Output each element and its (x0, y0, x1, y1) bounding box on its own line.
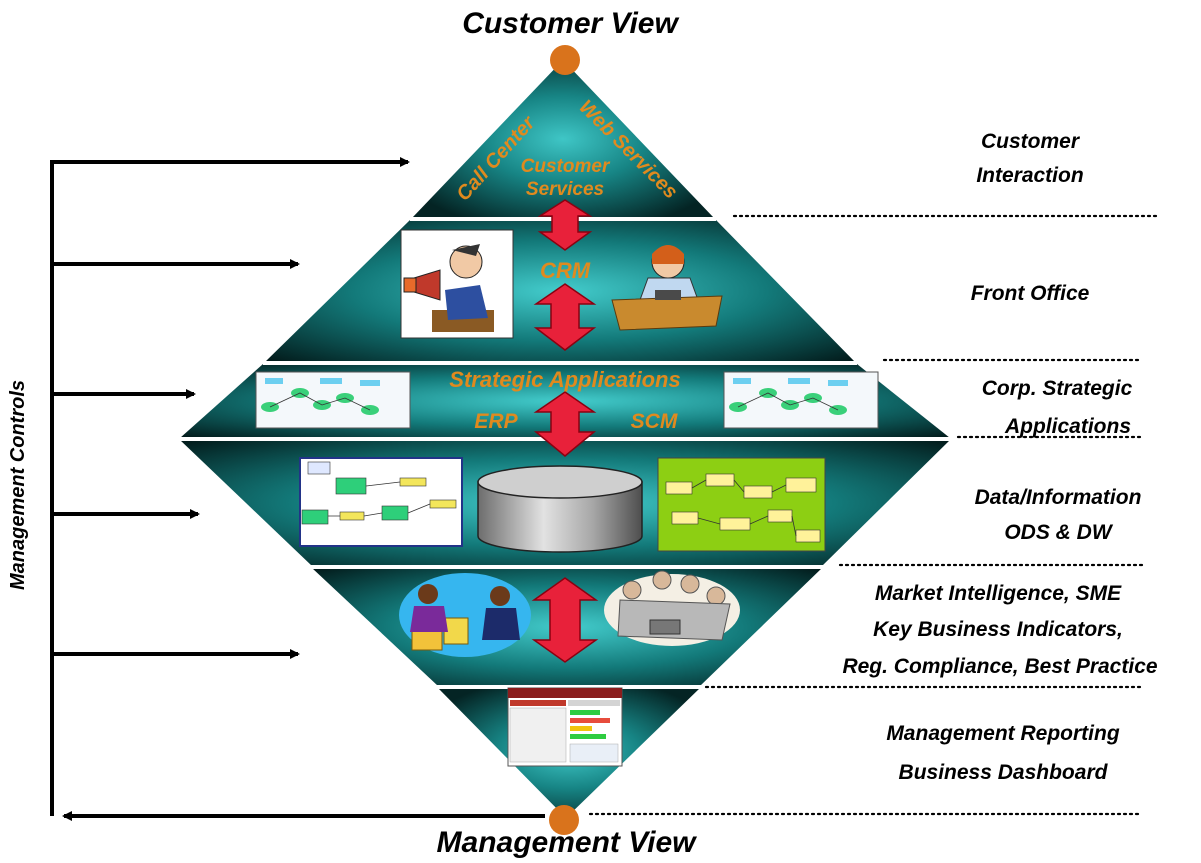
market-intelligence-label-1: Market Intelligence, SME (875, 582, 1122, 605)
customer-interaction-label-1: Customer (981, 130, 1081, 153)
bottom-title: Management View (437, 826, 698, 859)
bottom-node-circle (549, 805, 579, 835)
management-controls-bracket (50, 157, 545, 821)
process-flow-diagram (299, 457, 463, 547)
erp-label: ERP (474, 410, 518, 433)
strategic-applications-label: Strategic Applications (449, 367, 680, 392)
market-intelligence-label-2: Key Business Indicators, (873, 618, 1123, 641)
top-title: Customer View (462, 7, 679, 40)
strategic-app-diagram-left (255, 371, 411, 429)
red-double-arrow (531, 577, 599, 663)
scm-label: SCM (631, 410, 678, 433)
team-meeting-picture (604, 570, 740, 646)
management-reporting-label-1: Management Reporting (886, 722, 1120, 745)
data-information-label-1: Data/Information (975, 486, 1142, 509)
management-reporting-label-2: Business Dashboard (899, 761, 1109, 784)
red-double-arrow (533, 391, 597, 457)
red-double-arrow (537, 199, 593, 251)
corp-strategic-label-2: Applications (1004, 415, 1131, 438)
market-intelligence-label-3: Reg. Compliance, Best Practice (842, 655, 1157, 678)
strategic-app-diagram-right (723, 371, 879, 429)
customer-services-label-1: Customer (521, 156, 611, 177)
megaphone-man-picture (400, 229, 514, 339)
phone-woman-picture (611, 245, 723, 331)
front-office-label: Front Office (971, 282, 1090, 305)
database-cylinder-icon (477, 465, 643, 553)
entity-model-diagram (657, 457, 826, 552)
crm-label: CRM (540, 258, 591, 283)
top-node-circle (550, 45, 580, 75)
data-information-label-2: ODS & DW (1004, 521, 1114, 544)
business-handshake-picture (399, 573, 531, 657)
corp-strategic-label-1: Corp. Strategic (982, 377, 1133, 400)
band-customer-interaction (412, 60, 714, 218)
customer-interaction-label-2: Interaction (976, 164, 1083, 187)
red-double-arrow (533, 283, 597, 351)
business-dashboard-screenshot (507, 687, 623, 767)
customer-services-label-2: Services (526, 179, 604, 200)
management-controls-label: Management Controls (7, 380, 29, 590)
